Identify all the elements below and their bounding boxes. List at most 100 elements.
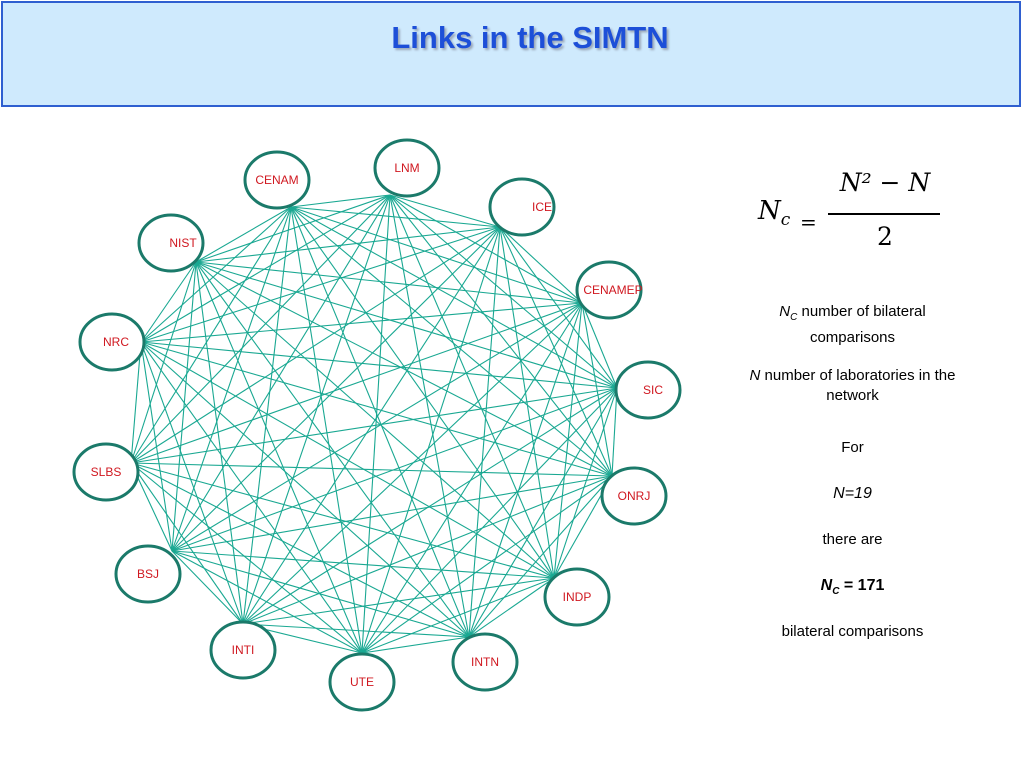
link-inti-nrc [140, 341, 244, 625]
link-ute-nist [195, 261, 363, 654]
link-nist-cenam [195, 206, 292, 263]
link-nrc-nist [140, 261, 197, 343]
link-lnm-ice [389, 194, 501, 228]
link-bsj-cenam [171, 206, 292, 552]
link-ice-nrc [140, 226, 501, 343]
link-onrj-intn [468, 475, 613, 638]
link-bsj-nist [171, 261, 197, 552]
link-slbs-nist [130, 261, 197, 464]
link-ute-nrc [140, 341, 363, 654]
node-circle [488, 177, 556, 237]
link-ice-indp [499, 226, 555, 579]
node-circle [600, 466, 668, 526]
link-cenamep-slbs [130, 302, 583, 464]
node-label: NIST [169, 236, 197, 250]
node-circle [575, 260, 643, 320]
link-inti-nist [195, 261, 244, 625]
formula-numerator: N² − N [839, 168, 931, 197]
link-lnm-ute [361, 194, 391, 654]
result-nc-value: NC = 171 [820, 577, 885, 598]
node-circle [114, 544, 182, 604]
link-ute-cenam [290, 206, 363, 654]
node-slbs: SLBS [72, 442, 140, 502]
link-lnm-bsj [171, 194, 391, 552]
node-ute: UTE [328, 652, 396, 712]
link-indp-cenam [290, 206, 555, 579]
node-cenamep: CENAMEP [575, 260, 643, 320]
node-circle [72, 442, 140, 502]
link-ice-slbs [130, 226, 501, 464]
node-label: INTI [232, 643, 255, 657]
link-sic-cenam [290, 206, 618, 389]
link-onrj-nist [195, 261, 613, 477]
result-for: For [841, 439, 864, 456]
link-indp-slbs [130, 462, 555, 579]
formula-lhs: Nc [758, 196, 791, 231]
node-label: ONRJ [618, 489, 651, 503]
link-cenamep-bsj [171, 302, 583, 552]
node-circle [614, 360, 682, 420]
node-circle [137, 213, 205, 273]
link-ice-sic [499, 226, 618, 389]
link-slbs-nrc [130, 341, 142, 464]
link-onrj-slbs [130, 462, 613, 477]
node-nist: NIST [137, 213, 205, 273]
link-onrj-ute [361, 475, 613, 654]
page-title: Links in the SIMTN [391, 20, 669, 55]
link-ice-ute [361, 226, 501, 654]
link-inti-slbs [130, 462, 244, 625]
link-sic-intn [468, 387, 618, 638]
node-label: ICE [532, 200, 552, 214]
legend-n: N number of laboratories in the network [749, 367, 956, 404]
node-bsj: BSJ [114, 544, 182, 604]
link-intn-inti [242, 623, 470, 638]
link-cenamep-nrc [140, 302, 583, 343]
node-label: NRC [103, 335, 129, 349]
link-onrj-bsj [171, 475, 613, 552]
link-lnm-sic [389, 194, 618, 389]
node-sic: SIC [614, 360, 682, 420]
node-label: CENAMEP [583, 283, 642, 297]
link-sic-indp [553, 387, 618, 579]
formula-denominator: 2 [877, 222, 893, 251]
link-cenamep-inti [242, 302, 583, 625]
link-lnm-onrj [389, 194, 613, 477]
link-sic-nrc [140, 341, 618, 389]
node-ice: ICE [488, 177, 556, 237]
link-onrj-inti [242, 475, 613, 625]
node-label: BSJ [137, 567, 159, 581]
link-onrj-nrc [140, 341, 613, 477]
link-inti-bsj [171, 550, 244, 625]
node-label: SLBS [91, 465, 122, 479]
link-sic-slbs [130, 387, 618, 464]
node-nrc: NRC [78, 312, 146, 372]
link-ice-cenamep [499, 226, 583, 304]
link-indp-ute [361, 577, 555, 654]
link-indp-nrc [140, 341, 555, 579]
link-ice-cenam [290, 206, 501, 228]
link-intn-ute [361, 636, 470, 654]
node-circle [543, 567, 611, 627]
node-label: LNM [394, 161, 419, 175]
node-label: INDP [563, 590, 592, 604]
link-cenamep-sic [581, 302, 618, 389]
title-bar [1, 1, 1021, 107]
node-circle [78, 312, 146, 372]
node-label: SIC [643, 383, 663, 397]
node-onrj: ONRJ [600, 466, 668, 526]
node-label: CENAM [255, 173, 298, 187]
link-indp-intn [468, 577, 555, 638]
link-lnm-inti [242, 194, 391, 625]
link-sic-nist [195, 261, 618, 389]
node-label: UTE [350, 675, 374, 689]
result-footer: bilateral comparisons [781, 623, 924, 640]
result-n-value: N=19 [833, 485, 872, 502]
link-indp-nist [195, 261, 555, 579]
node-circle [209, 620, 277, 680]
node-indp: INDP [543, 567, 611, 627]
link-onrj-cenam [290, 206, 613, 477]
formula-eq: = [800, 210, 817, 234]
link-cenamep-nist [195, 261, 583, 304]
link-intn-nist [195, 261, 470, 638]
